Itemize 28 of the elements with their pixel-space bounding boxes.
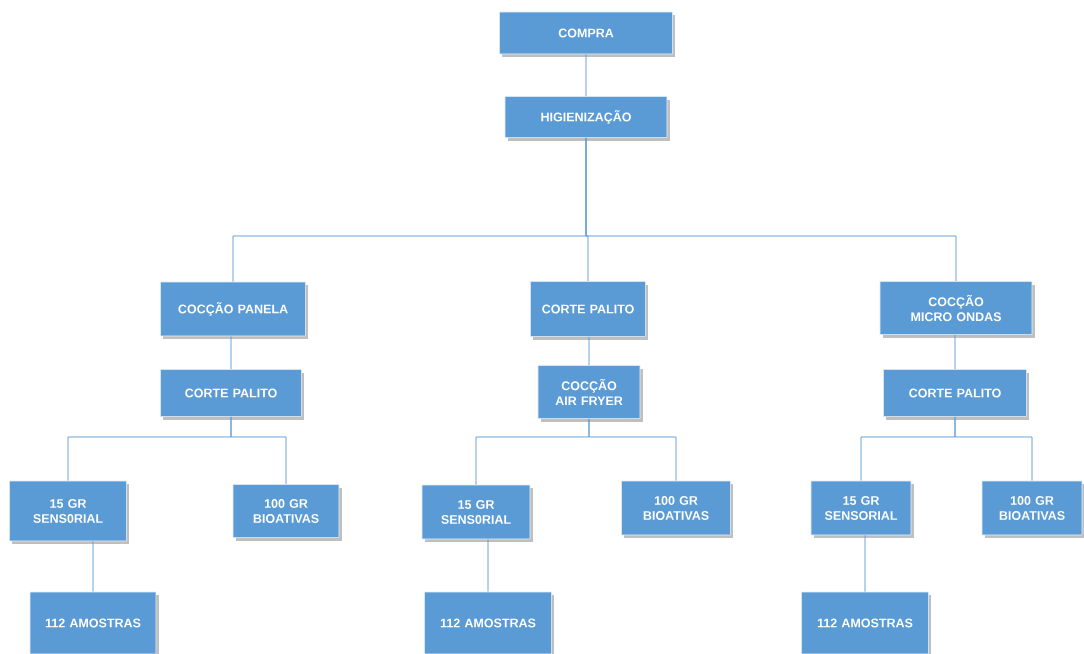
process-box: COCÇÃO PANELA: [160, 281, 308, 339]
connector-line: [588, 418, 677, 482]
process-box: CORTE PALITO: [530, 281, 648, 340]
process-box: 100 GR BIOATIVAS: [232, 484, 342, 541]
process-box: CORTE PALITO: [883, 369, 1029, 420]
connector-line: [487, 538, 489, 593]
connector-line: [585, 137, 957, 282]
process-box: COCÇÃO MICRO ONDAS: [879, 281, 1035, 338]
connector-line: [585, 53, 587, 97]
connector-line: [92, 540, 94, 593]
process-box: 112 AMOSTRAS: [424, 591, 554, 654]
connector-line: [954, 416, 1033, 482]
process-box: HIGIENIZAÇÃO: [504, 96, 670, 141]
process-box: COMPRA: [499, 11, 675, 57]
process-box: 15 GR SENSORIAL: [810, 480, 914, 538]
process-box: 100 GR BIOATIVAS: [621, 480, 733, 538]
process-box: CORTE PALITO: [160, 369, 304, 420]
connector-line: [864, 534, 866, 593]
process-box: 15 GR SENS0RIAL: [421, 484, 533, 542]
connector-line: [230, 416, 287, 485]
connector-line: [954, 334, 956, 370]
process-box: 15 GR SENS0RIAL: [9, 480, 129, 544]
connector-line: [588, 336, 590, 366]
process-box: 100 GR BIOATIVAS: [981, 480, 1084, 538]
process-box: 112 AMOSTRAS: [801, 591, 931, 654]
connector-line: [230, 335, 232, 370]
process-box: COCÇÃO AIR FRYER: [537, 365, 643, 422]
process-box: 112 AMOSTRAS: [29, 591, 159, 654]
